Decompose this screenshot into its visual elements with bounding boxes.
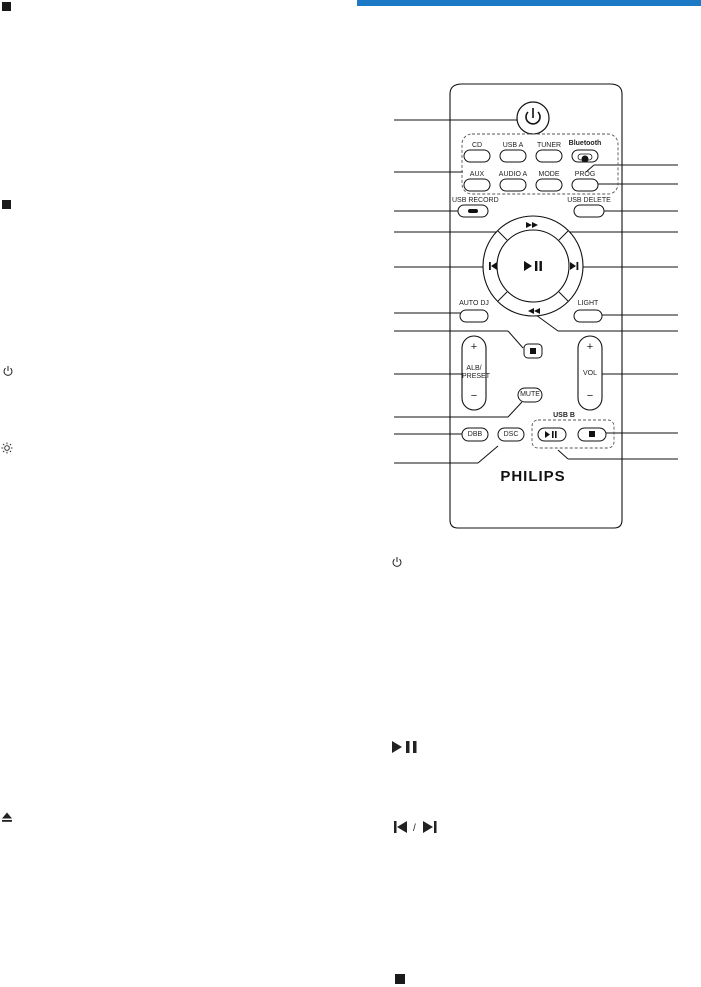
stop-square-icon [395, 974, 405, 984]
alb-minus-label: − [470, 390, 478, 402]
alb-preset-label: ALB/ PRESET [462, 365, 491, 380]
remote-control-illustration: CD USB A TUNER Bluetooth AUX AUDIO A MOD… [358, 72, 678, 532]
power-icon [2, 365, 14, 380]
light-sun-icon [1, 442, 13, 457]
dsc-label: DSC [503, 431, 519, 438]
prog-label: PROG [574, 171, 596, 178]
light-label: LIGHT [577, 300, 599, 307]
previous-next-icon: / [393, 820, 441, 837]
brand-logo-text: PHILIPS [500, 468, 566, 485]
remote-drawing [394, 83, 678, 529]
power-icon [391, 556, 403, 571]
audio-a-label: AUDIO A [498, 171, 528, 178]
dbb-label: DBB [467, 431, 483, 438]
mute-label: MUTE [520, 391, 540, 398]
section-accent-bar [357, 0, 701, 6]
play-pause-icon [391, 740, 421, 757]
alb-plus-label: + [470, 341, 478, 353]
aux-label: AUX [469, 171, 485, 178]
stop-square-icon [2, 2, 11, 11]
svg-text:/: / [413, 823, 416, 834]
auto-dj-label: AUTO DJ [459, 300, 489, 307]
vol-label: VOL [582, 370, 597, 377]
bluetooth-label: Bluetooth [568, 140, 602, 147]
cd-label: CD [471, 142, 483, 149]
usb-delete-label: USB DELETE [567, 197, 611, 204]
eject-icon [1, 811, 13, 826]
usb-a-label: USB A [502, 142, 524, 149]
stop-square-icon [2, 200, 11, 209]
usb-record-label: USB RECORD [452, 197, 499, 204]
usb-b-label: USB B [553, 412, 575, 419]
vol-minus-label: − [586, 390, 594, 402]
tuner-label: TUNER [536, 142, 562, 149]
vol-plus-label: + [586, 341, 594, 353]
mode-label: MODE [538, 171, 560, 178]
